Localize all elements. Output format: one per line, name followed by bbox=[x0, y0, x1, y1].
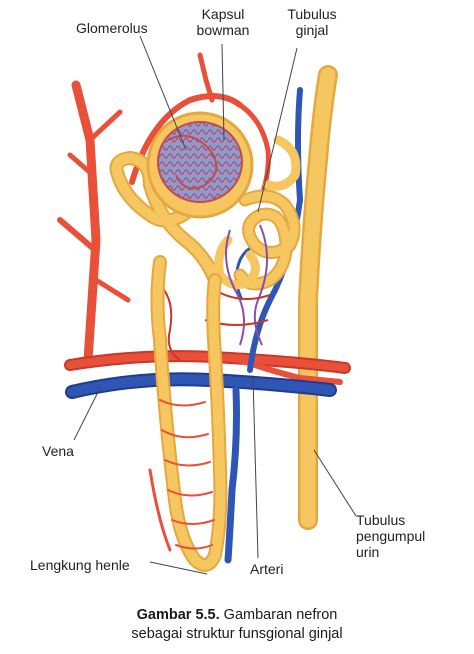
label-lengkung-henle: Lengkung henle bbox=[30, 557, 130, 573]
label-tubulus-ginjal: Tubulus ginjal bbox=[280, 6, 344, 38]
figure-caption: Gambar 5.5. Gambaran nefron sebagai stru… bbox=[0, 606, 474, 644]
label-pengumpul: pengumpul bbox=[356, 528, 426, 544]
proximal-tubule bbox=[109, 135, 301, 291]
label-tubulus-bottom: Tubulus bbox=[356, 512, 406, 528]
leader-lines bbox=[73, 35, 357, 575]
label-kapsul-bowman: Kapsul bowman bbox=[190, 6, 256, 38]
label-arteri: Arteri bbox=[250, 561, 284, 577]
label-urin: urin bbox=[356, 544, 380, 560]
collecting-duct bbox=[298, 65, 338, 530]
label-tubulus-top: Tubulus bbox=[287, 6, 337, 22]
label-bowman: bowman bbox=[196, 22, 250, 38]
label-vena: Vena bbox=[42, 443, 74, 459]
renal-artery bbox=[64, 350, 351, 385]
caption-line1: Gambaran nefron bbox=[219, 607, 338, 623]
label-tubulus-pengumpul-urin: Tubulus pengumpul urin bbox=[356, 512, 425, 560]
label-glomerolus: Glomerolus bbox=[76, 20, 148, 36]
label-kapsul: Kapsul bbox=[201, 6, 245, 22]
caption-prefix: Gambar 5.5. bbox=[136, 607, 220, 623]
bowman-capsule bbox=[146, 111, 254, 219]
caption-line2: sebagai struktur funsgional ginjal bbox=[131, 626, 343, 642]
label-ginjal: ginjal bbox=[295, 22, 329, 38]
loop-of-henle bbox=[148, 255, 228, 572]
